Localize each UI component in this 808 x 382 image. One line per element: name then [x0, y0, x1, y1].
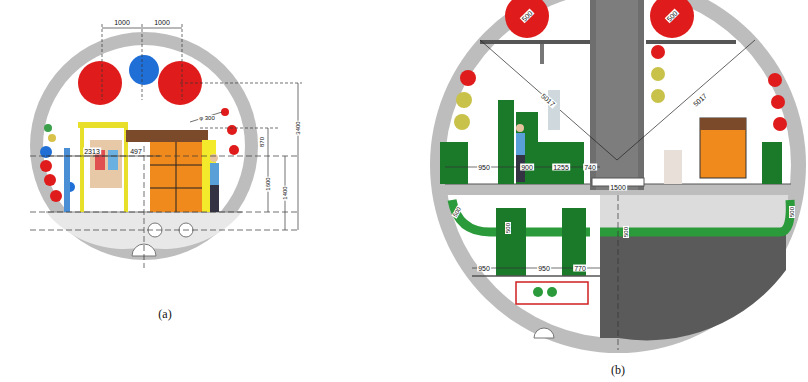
dimension-label: 500: [789, 206, 795, 218]
dimension-label: 3400: [295, 120, 301, 135]
dimension-label: 1500: [609, 184, 627, 191]
dimension-label: 497: [129, 148, 143, 155]
subfigure-label: (a): [157, 308, 172, 320]
dimension-label: 950: [537, 265, 551, 272]
dimension-label: 500: [505, 222, 511, 234]
dimension-label: 1600: [265, 176, 271, 191]
dimension-label: 740: [583, 164, 597, 171]
subfigure-label: (b): [610, 364, 626, 376]
dimension-label: 950: [477, 265, 491, 272]
dimension-label: 2313: [83, 148, 101, 155]
dimension-label: φ 300: [198, 115, 216, 121]
dimension-label: 1255: [552, 164, 570, 171]
dimension-label: 500: [623, 226, 629, 238]
dimension-label: 1000: [113, 19, 131, 26]
dimension-label: 950: [477, 164, 491, 171]
dimension-label: 900: [520, 164, 534, 171]
dimension-label: 770: [573, 265, 587, 272]
dimension-label: 1400: [282, 185, 288, 200]
dimension-label: 870: [259, 136, 265, 148]
dimension-label: 1000: [153, 19, 171, 26]
